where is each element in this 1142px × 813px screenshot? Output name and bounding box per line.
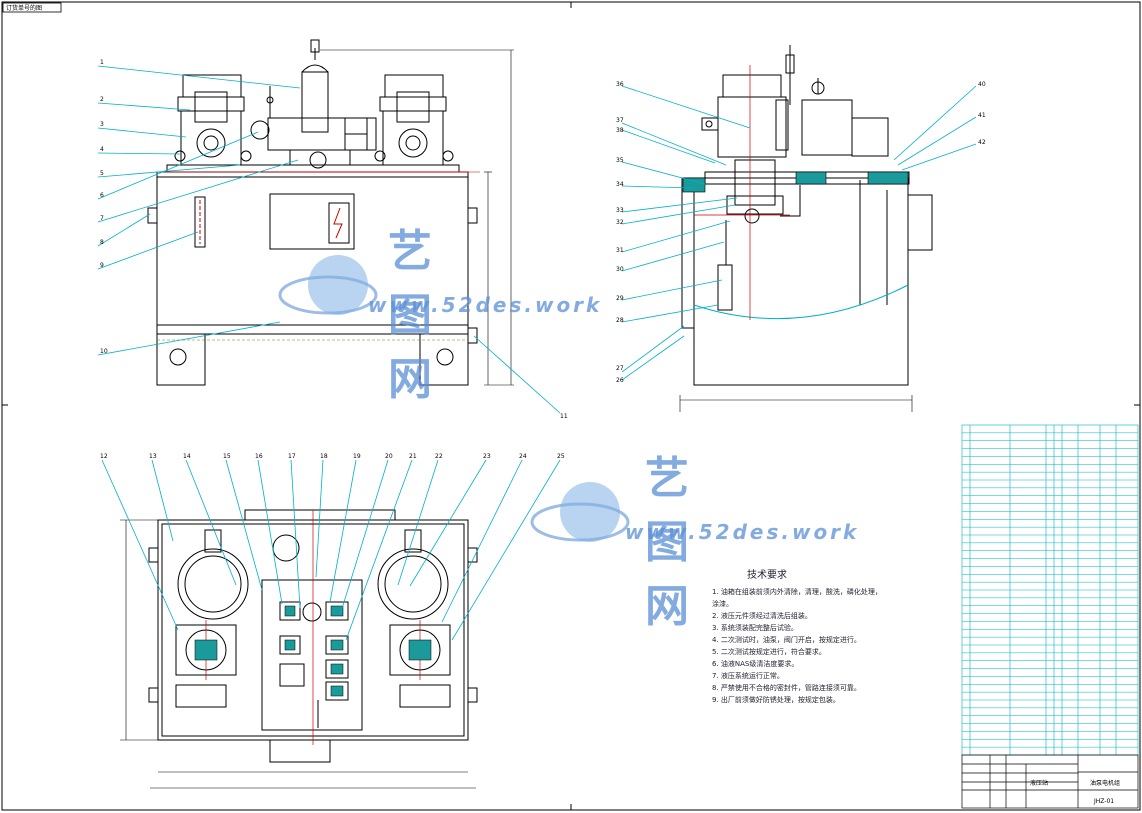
callout-23: 23 <box>483 453 491 460</box>
callout-17: 17 <box>288 453 296 460</box>
callout-26: 26 <box>616 377 624 384</box>
callout-42: 42 <box>978 139 986 146</box>
watermark-url: www.52des.work <box>625 520 860 544</box>
callout-30: 30 <box>616 266 624 273</box>
callout-38: 38 <box>616 127 624 134</box>
callout-8: 8 <box>100 239 104 246</box>
callout-11: 11 <box>560 413 568 420</box>
side-view-callout-labels: 36 37 38 35 34 33 32 31 30 29 28 27 26 4… <box>616 81 986 384</box>
callout-2: 2 <box>100 96 104 103</box>
callout-5: 5 <box>100 170 104 177</box>
requirement-item: 6. 油液NAS级清洁度要求。 <box>712 660 799 668</box>
callout-40: 40 <box>978 81 986 88</box>
callout-16: 16 <box>255 453 263 460</box>
requirement-item: 9. 出厂前须做好防锈处理，按规定包装。 <box>712 696 840 704</box>
callout-7: 7 <box>100 215 104 222</box>
callout-1: 1 <box>100 59 104 66</box>
callout-21: 21 <box>409 453 417 460</box>
callout-35: 35 <box>616 157 624 164</box>
callout-19: 19 <box>353 453 361 460</box>
callout-14: 14 <box>183 453 191 460</box>
callout-29: 29 <box>616 295 624 302</box>
callout-28: 28 <box>616 317 624 324</box>
callout-6: 6 <box>100 192 104 199</box>
callout-12: 12 <box>100 453 108 460</box>
front-view <box>147 39 514 386</box>
front-view-callout-labels: 1 2 3 4 5 6 7 8 9 10 11 <box>100 59 568 420</box>
requirement-item: 5. 二次测试按规定进行，符合要求。 <box>712 648 826 656</box>
callout-34: 34 <box>616 181 624 188</box>
sheet-tag-box <box>2 2 62 13</box>
watermark-url: www.52des.work <box>368 293 603 317</box>
callout-10: 10 <box>100 348 108 355</box>
sheet-tag: 订货单号的图 <box>6 4 42 12</box>
callout-33: 33 <box>616 207 624 214</box>
front-view-leaders <box>97 65 561 414</box>
parts-list-rows <box>962 432 1138 748</box>
callout-25: 25 <box>557 453 565 460</box>
requirement-item: 7. 液压系统运行正常。 <box>712 672 784 680</box>
callout-36: 36 <box>616 81 624 88</box>
watermark-globe-icon <box>530 482 630 542</box>
callout-22: 22 <box>435 453 443 460</box>
callout-27: 27 <box>616 365 624 372</box>
requirement-item: 2. 液压元件须经过清洗后组装。 <box>712 612 812 620</box>
callout-3: 3 <box>100 121 104 128</box>
callout-24: 24 <box>519 453 527 460</box>
watermark-globe-icon <box>278 255 378 315</box>
technical-requirements: 技术要求 1. 油箱在组装前须内外清除，清理，酸洗，磷化处理，涂漆。 2. 液压… <box>712 570 882 706</box>
title-label-b: 油泵电机组 <box>1090 779 1120 787</box>
title-label-a: 液压站 <box>1030 779 1048 787</box>
plan-view-leaders <box>101 459 561 641</box>
callout-41: 41 <box>978 112 986 119</box>
technical-requirements-title: 技术要求 <box>747 570 787 581</box>
requirement-item: 1. 油箱在组装前须内外清除，清理，酸洗，磷化处理，涂漆。 <box>712 588 882 608</box>
side-view <box>679 45 933 412</box>
requirement-item: 8. 严禁使用不合格的密封件，管路连接须可靠。 <box>712 684 861 692</box>
callout-9: 9 <box>100 262 104 269</box>
requirement-item: 4. 二次测试时，油泵，阀门开启，按规定进行。 <box>712 636 861 644</box>
callout-32: 32 <box>616 219 624 226</box>
callout-31: 31 <box>616 247 624 254</box>
callout-4: 4 <box>100 146 104 153</box>
watermark-brand: 艺图网 <box>388 226 434 405</box>
plan-view-callout-labels: 12 13 14 15 16 17 18 19 20 21 22 23 24 2… <box>100 453 565 460</box>
callout-13: 13 <box>149 453 157 460</box>
side-view-leaders <box>621 85 977 381</box>
callout-20: 20 <box>385 453 393 460</box>
callout-37: 37 <box>616 117 624 124</box>
callout-15: 15 <box>223 453 231 460</box>
callout-18: 18 <box>320 453 328 460</box>
requirement-item: 3. 系统须装配完整后试验。 <box>712 624 798 632</box>
drawing-number: JHZ-01 <box>1093 798 1114 805</box>
watermark-brand: 艺图网 <box>645 453 691 632</box>
title-block <box>961 754 1139 809</box>
